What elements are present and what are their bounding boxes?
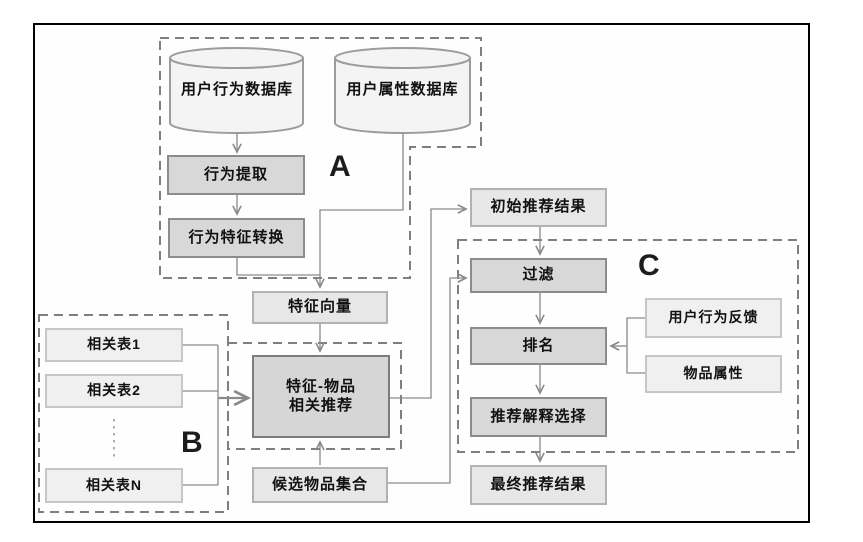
node-user-behavior-db: 用户行为数据库 (172, 70, 302, 106)
group-a-label: A (329, 150, 351, 184)
node-initial-result-label: 初始推荐结果 (490, 198, 587, 216)
node-user-behavior-db-label: 用户行为数据库 (180, 80, 293, 98)
node-related-table-2: 相关表2 (45, 374, 183, 408)
node-related-table-n: 相关表N (45, 468, 183, 503)
node-final-result-label: 最终推荐结果 (490, 475, 587, 493)
connector-feedback-bracket (626, 317, 645, 374)
node-candidate-item-set: 候选物品集合 (252, 467, 388, 503)
group-b-outline (38, 314, 229, 513)
node-explanation-select-label: 推荐解释选择 (490, 407, 587, 425)
group-a-letter: A (329, 150, 351, 183)
node-behavior-feature-transform-label: 行为特征转换 (188, 228, 285, 246)
group-b-letter: B (181, 426, 203, 459)
node-feature-vector-label: 特征向量 (287, 298, 352, 316)
node-feature-item-recommend-line2: 相关推荐 (288, 396, 353, 414)
connector-db2-to-feature-vector (320, 133, 404, 287)
node-feature-vector: 特征向量 (252, 291, 388, 324)
node-filter-label: 过滤 (522, 266, 555, 284)
node-ranking-label: 排名 (522, 336, 555, 354)
node-final-result: 最终推荐结果 (470, 465, 607, 505)
node-related-table-n-label: 相关表N (85, 476, 143, 493)
group-c-label: C (638, 249, 660, 283)
user-attribute-db-cylinder (334, 47, 471, 134)
node-user-feedback-label: 用户行为反馈 (668, 309, 759, 326)
node-user-attribute-db-label: 用户属性数据库 (346, 80, 459, 98)
connector-core-to-initial (390, 209, 466, 399)
node-related-table-2-label: 相关表2 (87, 382, 141, 399)
group-c-outline (457, 239, 799, 453)
node-feature-item-recommend-line1: 特征-物品 (286, 377, 356, 395)
connector-related-bus (183, 344, 219, 486)
node-filter: 过滤 (470, 258, 607, 293)
node-user-attribute-db: 用户属性数据库 (337, 70, 468, 106)
group-c-letter: C (638, 249, 660, 282)
node-item-attribute-label: 物品属性 (683, 365, 744, 382)
node-explanation-select: 推荐解释选择 (470, 397, 607, 437)
group-core-outline (227, 342, 402, 450)
group-a-outline (159, 37, 482, 279)
node-behavior-extract-label: 行为提取 (203, 165, 268, 183)
connector-candidate-to-filter (388, 278, 466, 484)
node-feature-item-recommend: 特征-物品 相关推荐 (252, 355, 390, 438)
node-item-attribute: 物品属性 (645, 355, 782, 393)
user-behavior-db-cylinder (169, 47, 304, 134)
node-related-table-1-label: 相关表1 (87, 336, 141, 353)
node-initial-result: 初始推荐结果 (470, 188, 607, 227)
node-ranking: 排名 (470, 327, 607, 365)
node-behavior-feature-transform: 行为特征转换 (168, 218, 305, 258)
node-related-table-1: 相关表1 (45, 328, 183, 362)
node-feature-item-recommend-label: 特征-物品 相关推荐 (286, 378, 356, 416)
group-b-label: B (181, 426, 203, 460)
connector-transform-merge (236, 258, 320, 276)
node-behavior-extract: 行为提取 (167, 155, 305, 195)
node-user-feedback: 用户行为反馈 (645, 298, 782, 338)
node-candidate-item-set-label: 候选物品集合 (271, 475, 368, 493)
